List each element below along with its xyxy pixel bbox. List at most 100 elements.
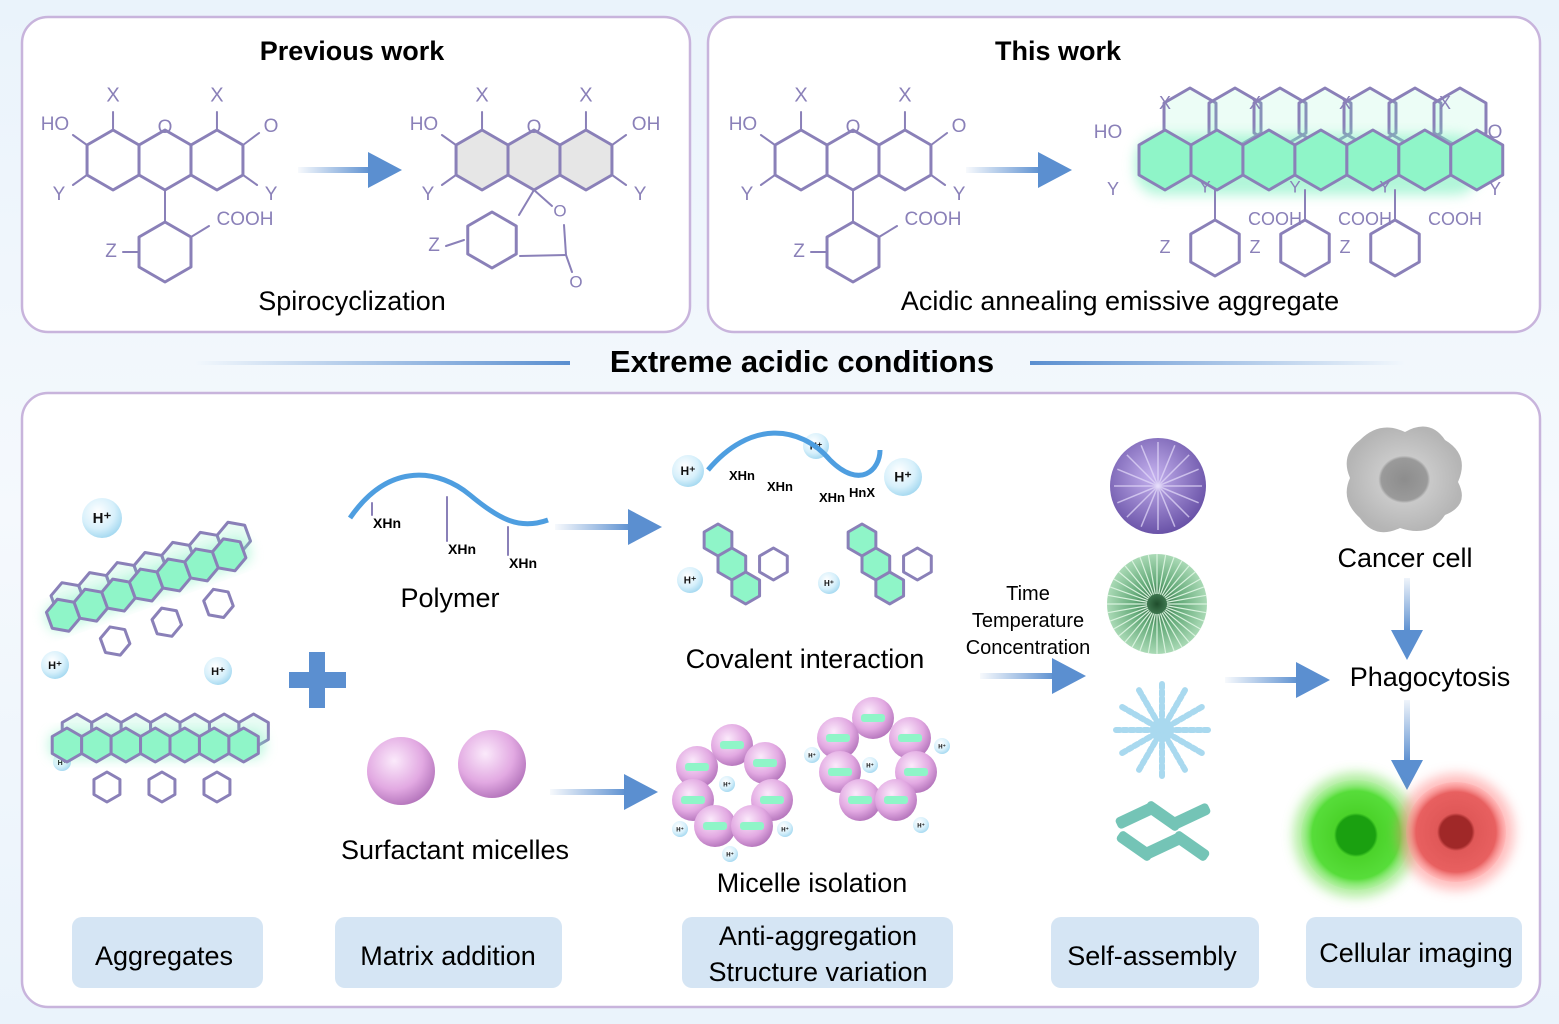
extreme-acidic-conditions-title: Extreme acidic conditions <box>610 344 994 379</box>
chem-label-x: X <box>898 84 911 106</box>
proton-label: H⁺ <box>48 660 62 672</box>
urchin-spike <box>1147 613 1156 654</box>
annealing-arrow-head <box>1038 152 1072 188</box>
xhn-label: XHn <box>373 515 401 531</box>
proton-bubble: H⁺ <box>777 821 793 837</box>
chem-label-oh: OH <box>632 114 661 135</box>
star-nanostructure-arm <box>1135 727 1165 775</box>
step-anti-aggregation-label: Anti-aggregation <box>719 921 917 951</box>
proton-label: H⁺ <box>917 823 925 830</box>
previous-work-panel <box>20 15 692 334</box>
proton-bubble-circle <box>672 455 704 487</box>
step-pill-self-assembly <box>1051 917 1259 988</box>
aggregate-ring <box>227 726 260 764</box>
chem-label-o: O <box>527 117 542 138</box>
hnx-label: HnX <box>849 485 875 500</box>
urchin-spike <box>1107 594 1148 603</box>
urchin-spike <box>1131 612 1153 648</box>
urchin-spike <box>1158 613 1167 654</box>
urchin-spike <box>1109 586 1148 602</box>
bond <box>759 174 776 186</box>
spirocyclization-arrow-shaft <box>298 167 372 173</box>
chem-label-y: Y <box>634 184 647 205</box>
chem-label-z: Z <box>428 235 440 256</box>
xhn-label: XHn <box>448 541 476 557</box>
encapsulated-dye <box>826 734 850 742</box>
proton-bubble-circle <box>804 747 820 763</box>
dye-ring <box>730 570 762 606</box>
proton-label: H⁺ <box>676 827 684 834</box>
encapsulated-dye <box>884 796 908 804</box>
xhn-label: XHn <box>819 490 845 505</box>
bond <box>533 189 553 207</box>
chem-label-cooh: COOH <box>1428 209 1482 229</box>
proton-bubble-circle <box>818 572 840 594</box>
urchin-spike <box>1164 609 1196 637</box>
phenyl-ring <box>1279 218 1331 278</box>
proton-bubble: H⁺ <box>934 738 950 754</box>
bond <box>930 132 949 146</box>
urchin-spike <box>1113 578 1149 600</box>
annealing-arrow-shaft <box>966 167 1042 173</box>
encapsulated-dye <box>898 734 922 742</box>
proton-bubble: H⁺ <box>204 657 232 685</box>
rod-nanostructure <box>1144 801 1182 831</box>
proton-label: H⁺ <box>808 753 816 760</box>
urchin-nanostructure <box>1107 554 1207 654</box>
bond <box>242 174 259 186</box>
proton-label: H⁺ <box>781 827 789 834</box>
chem-label-y: Y <box>1289 177 1300 196</box>
encapsulated-dye <box>760 796 784 804</box>
surfactant-micelle <box>367 737 435 805</box>
urchin-spike <box>1166 594 1207 603</box>
urchin-spike <box>1113 608 1149 630</box>
proton-bubble: H⁺ <box>804 747 820 763</box>
step-cellular-imaging-label: Cellular imaging <box>1319 938 1513 968</box>
self-assembly-arrow-shaft <box>980 673 1056 679</box>
proton-label: H⁺ <box>726 852 734 859</box>
emissive-ring <box>1397 128 1453 192</box>
encapsulated-dye <box>753 759 777 767</box>
step-pill-aggregates <box>72 917 263 988</box>
chem-label-ho: HO <box>41 114 70 135</box>
proton-bubble: H⁺ <box>818 572 840 594</box>
urchin-spike <box>1139 613 1155 652</box>
petal-edge <box>1157 454 1190 487</box>
petal-edge <box>1140 485 1159 527</box>
step-self-assembly-label: Self-assembly <box>1067 941 1237 971</box>
polymer-label: Polymer <box>400 583 499 613</box>
star-nanostructure-arm <box>1159 685 1189 733</box>
proton-label: H⁺ <box>211 666 225 678</box>
proton-label: H⁺ <box>723 782 731 789</box>
chem-label-y: Y <box>1107 179 1119 199</box>
chem-label-cooh: COOH <box>905 209 962 230</box>
surfactant-micelle <box>458 730 526 798</box>
central-ring <box>506 128 562 192</box>
proton-bubble-circle <box>862 757 878 773</box>
micelle-arrow-head <box>624 774 658 810</box>
bond <box>445 239 465 247</box>
chem-label-o: O <box>158 117 173 138</box>
emissive-ring <box>1293 128 1349 192</box>
urchin-spike <box>1107 605 1148 614</box>
proton-bubble-circle <box>722 846 738 862</box>
bond <box>242 132 261 146</box>
proton-bubble: H⁺ <box>41 651 69 679</box>
proton-bubble: H⁺ <box>719 776 735 792</box>
proton-label: H⁺ <box>938 744 946 751</box>
chem-label-x: X <box>475 84 488 106</box>
chem-label-o: O <box>952 116 967 137</box>
chem-label-x: X <box>1339 93 1351 113</box>
encapsulated-dye <box>861 714 885 722</box>
proton-label: H⁺ <box>58 760 67 767</box>
petal-edge <box>1126 485 1159 518</box>
chem-label-x: X <box>579 84 592 106</box>
urchin-spike <box>1139 556 1155 595</box>
polymer-chain <box>347 472 549 527</box>
grafted-dye-molecule <box>702 522 789 606</box>
dye-phenyl <box>902 546 933 582</box>
